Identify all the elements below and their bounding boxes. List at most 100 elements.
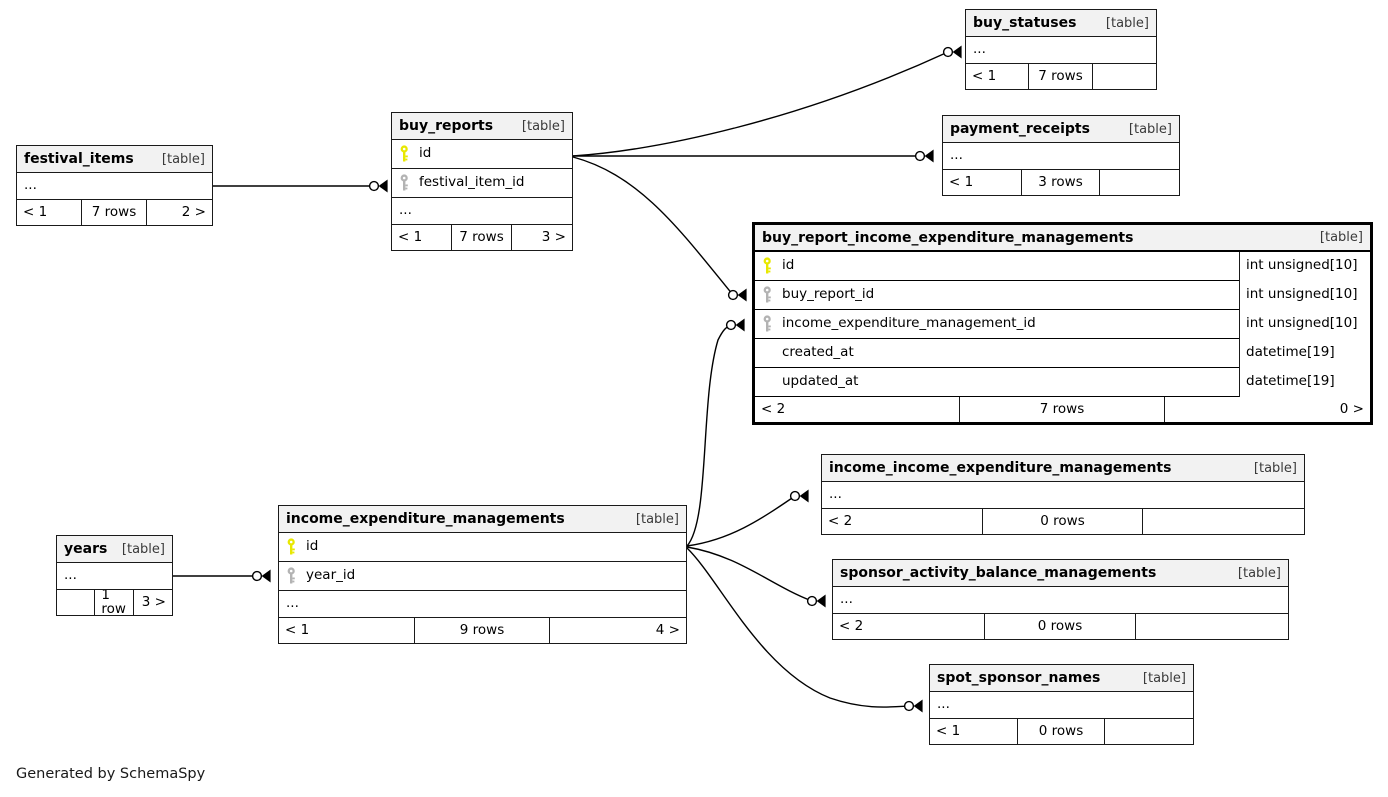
footer-cell-right[interactable] xyxy=(1136,614,1288,639)
table-title: income_income_expenditure_managements xyxy=(829,460,1172,476)
relationship-edge-4[interactable] xyxy=(686,318,745,547)
table-kind-label: [table] xyxy=(635,511,679,527)
footer-cell-left[interactable]: < 1 xyxy=(17,200,82,225)
table-kind-label: [table] xyxy=(1142,670,1186,686)
relationship-edge-3[interactable] xyxy=(572,156,747,302)
column-type: int unsigned[10] xyxy=(1239,280,1370,310)
crowfoot-arrow-marker xyxy=(799,489,809,503)
column-type: datetime[19] xyxy=(1239,338,1370,368)
cardinality-circle-marker xyxy=(942,46,954,58)
table-header-sponsor_activity_balance_managements[interactable]: sponsor_activity_balance_managements [tab… xyxy=(833,560,1288,587)
crowfoot-arrow-marker xyxy=(816,594,826,608)
relationship-edge-8[interactable] xyxy=(173,569,271,583)
table-columns-ellipsis[interactable]: ... xyxy=(966,37,1156,64)
table-column-row-id[interactable]: id xyxy=(279,533,686,562)
footer-cell-left[interactable]: < 1 xyxy=(943,170,1022,195)
table-columns-ellipsis[interactable]: ... xyxy=(833,587,1288,614)
relationship-edge-2[interactable] xyxy=(573,149,934,163)
relationship-line xyxy=(572,156,734,296)
table-column-row-id[interactable]: id xyxy=(392,140,572,169)
crowfoot-arrow-marker xyxy=(913,699,923,713)
crowfoot-arrow-marker xyxy=(924,149,934,163)
table-header-buy_reports[interactable]: buy_reports[table] xyxy=(392,113,572,140)
generated-by-label: Generated by SchemaSpy xyxy=(16,766,206,782)
column-name: created_at xyxy=(782,346,854,360)
footer-cell-mid: 7 rows xyxy=(1029,64,1093,89)
cardinality-circle-marker xyxy=(806,595,818,607)
table-columns-ellipsis[interactable]: ... xyxy=(930,692,1193,719)
column-name: ... xyxy=(840,593,853,607)
table-header-income_expenditure_managements[interactable]: income_expenditure_managements[table] xyxy=(279,506,686,533)
footer-cell-mid: 7 rows xyxy=(82,200,147,225)
footer-cell-left[interactable] xyxy=(57,590,96,615)
foreign-key-icon xyxy=(762,286,773,304)
footer-cell-right[interactable]: 3 > xyxy=(541,228,566,245)
footer-cell-right[interactable]: 4 > xyxy=(655,621,680,638)
table-columns-ellipsis[interactable]: ... xyxy=(279,591,686,618)
footer-cell-left[interactable]: < 1 xyxy=(392,225,452,250)
footer-cell-right[interactable] xyxy=(1105,719,1193,744)
column-type: int unsigned[10] xyxy=(1239,251,1370,281)
table-column-row-created_at[interactable]: created_at datetime[19] xyxy=(755,338,1370,368)
table-column-row-year_id[interactable]: year_id xyxy=(279,562,686,591)
table-title: festival_items xyxy=(24,151,134,167)
footer-cell-left[interactable]: < 1 xyxy=(966,64,1030,89)
table-header-buy_report_income_expenditure_managements[interactable]: buy_report_income_expenditure_management… xyxy=(755,225,1370,252)
table-header-payment_receipts[interactable]: payment_receipts[table] xyxy=(943,116,1179,143)
table-columns-ellipsis[interactable]: ... xyxy=(392,198,572,225)
relationship-edge-5[interactable] xyxy=(686,489,809,547)
table-header-spot_sponsor_names[interactable]: spot_sponsor_names[table] xyxy=(930,665,1193,692)
footer-cell-right[interactable]: 0 > xyxy=(1339,400,1364,417)
table-header-income_income_expenditure_managements[interactable]: income_income_expenditure_managements[ta… xyxy=(822,455,1304,482)
relationship-edge-1[interactable] xyxy=(572,45,962,157)
table-column-row-festival_item_id[interactable]: festival_item_id xyxy=(392,169,572,198)
relationship-line xyxy=(686,546,813,602)
table-columns-ellipsis[interactable]: ... xyxy=(17,173,212,200)
crowfoot-arrow-marker xyxy=(737,288,747,302)
footer-cell-left[interactable]: < 1 xyxy=(279,618,415,643)
table-node-sponsor_activity_balance_managements[interactable]: sponsor_activity_balance_managements [tab… xyxy=(832,559,1289,640)
footer-cell-right[interactable] xyxy=(1093,64,1156,89)
table-node-income_income_expenditure_managements[interactable]: income_income_expenditure_managements[ta… xyxy=(821,454,1305,535)
table-title: buy_report_income_expenditure_management… xyxy=(762,229,1134,246)
relationship-edge-6[interactable] xyxy=(686,546,826,608)
table-kind-label: [table] xyxy=(1237,565,1281,581)
table-header-buy_statuses[interactable]: buy_statuses[table] xyxy=(966,10,1156,37)
footer-cell-mid: 7 rows xyxy=(960,397,1165,422)
footer-cell-right[interactable]: 2 > xyxy=(181,203,206,220)
table-columns-ellipsis[interactable]: ... xyxy=(822,482,1304,509)
table-columns-ellipsis[interactable]: ... xyxy=(57,563,172,590)
relationship-edge-0[interactable] xyxy=(213,179,388,193)
column-name: ... xyxy=(937,698,950,712)
footer-cell-right[interactable] xyxy=(1143,509,1304,534)
table-title: sponsor_activity_balance_managements xyxy=(840,565,1157,581)
footer-cell-right[interactable]: 3 > xyxy=(141,593,166,610)
table-columns-ellipsis[interactable]: ... xyxy=(943,143,1179,170)
footer-cell-mid: 7 rows xyxy=(452,225,512,250)
footer-cell-left[interactable]: < 2 xyxy=(833,614,985,639)
footer-cell-left[interactable]: < 2 xyxy=(822,509,983,534)
footer-cell-left[interactable]: < 2 xyxy=(755,397,960,422)
footer-cell-right[interactable] xyxy=(1100,170,1179,195)
table-header-years[interactable]: years[table] xyxy=(57,536,172,563)
column-name: updated_at xyxy=(782,375,859,389)
cardinality-circle-marker xyxy=(368,180,380,192)
table-header-festival_items[interactable]: festival_items[table] xyxy=(17,146,212,173)
table-node-buy_report_income_expenditure_managements[interactable]: buy_report_income_expenditure_management… xyxy=(752,222,1373,425)
footer-cell-left[interactable]: < 1 xyxy=(930,719,1018,744)
